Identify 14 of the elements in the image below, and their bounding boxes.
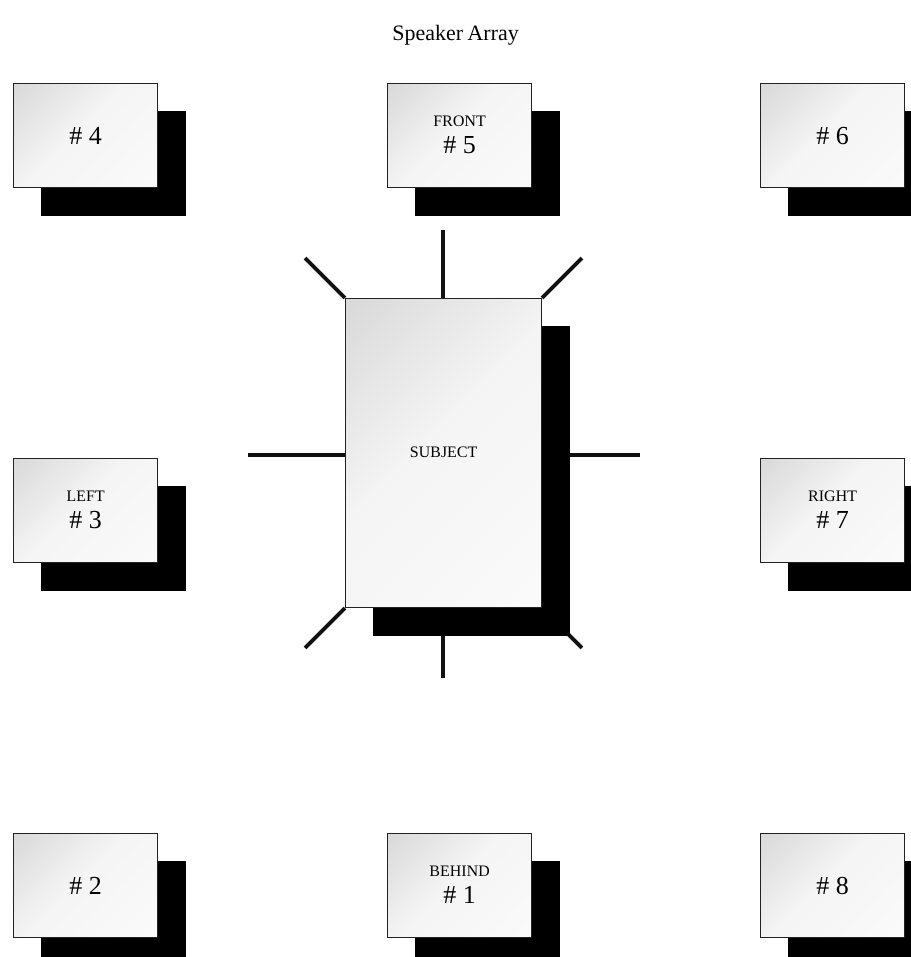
speaker-number: # 2 <box>69 872 102 900</box>
diagram-title: Speaker Array <box>391 20 520 46</box>
subject-label: SUBJECT <box>410 444 478 462</box>
speaker-number: # 5 <box>443 130 476 158</box>
speaker-number: # 6 <box>816 122 849 150</box>
direction-label: RIGHT <box>808 488 857 506</box>
speaker-number: # 8 <box>816 872 849 900</box>
direction-label: FRONT <box>433 112 486 130</box>
direction-label: BEHIND <box>429 862 490 880</box>
speaker-number: # 3 <box>69 506 102 534</box>
speaker-number: # 7 <box>816 506 849 534</box>
speaker-number: # 1 <box>443 880 476 908</box>
direction-label: LEFT <box>66 488 105 506</box>
speaker-number: # 4 <box>69 122 102 150</box>
